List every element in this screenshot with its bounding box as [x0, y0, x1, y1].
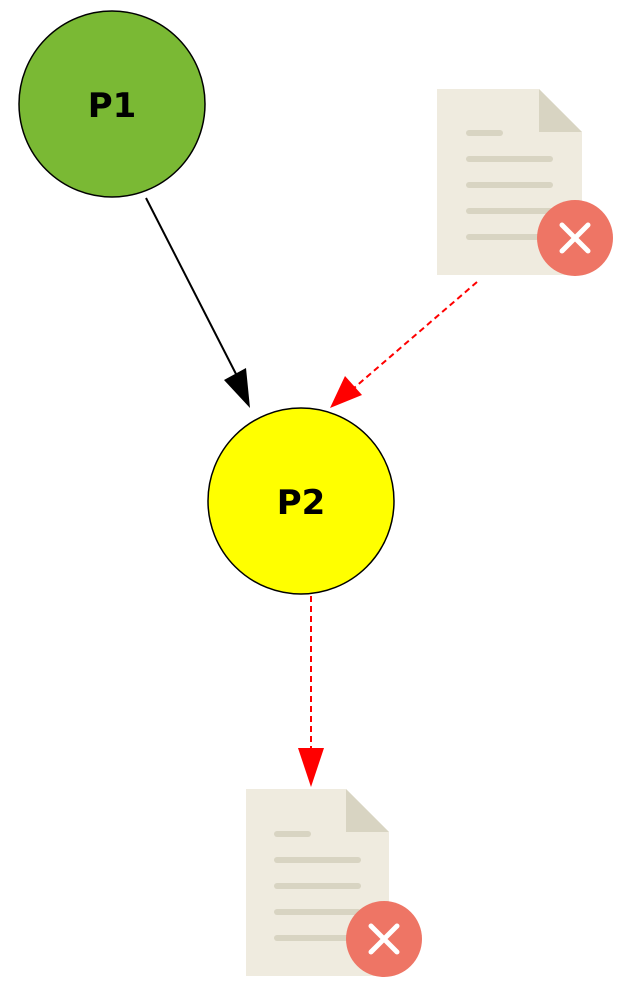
document-lines [274, 831, 361, 941]
edge-doc-top-to-p2 [330, 281, 478, 408]
document-fold [539, 89, 582, 132]
document-fold [346, 789, 389, 832]
arrowhead-icon [330, 376, 362, 408]
node-p2-circle [207, 407, 395, 595]
node-p1[interactable]: P1 [18, 10, 206, 198]
document-lines [466, 130, 553, 240]
error-badge-icon [346, 901, 422, 977]
arrowhead-icon [298, 748, 324, 787]
edge-p2-to-doc-bottom [298, 596, 324, 787]
arrowhead-icon [224, 368, 250, 408]
node-p1-circle [18, 10, 206, 198]
document-icon-top[interactable] [437, 89, 613, 276]
edge-p1-to-p2 [145, 197, 250, 408]
node-p1-label: P1 [88, 86, 137, 126]
document-icon-bottom[interactable] [246, 789, 422, 977]
node-p2[interactable]: P2 [207, 407, 395, 595]
node-p2-label: P2 [277, 483, 326, 523]
error-badge-icon [537, 200, 613, 276]
